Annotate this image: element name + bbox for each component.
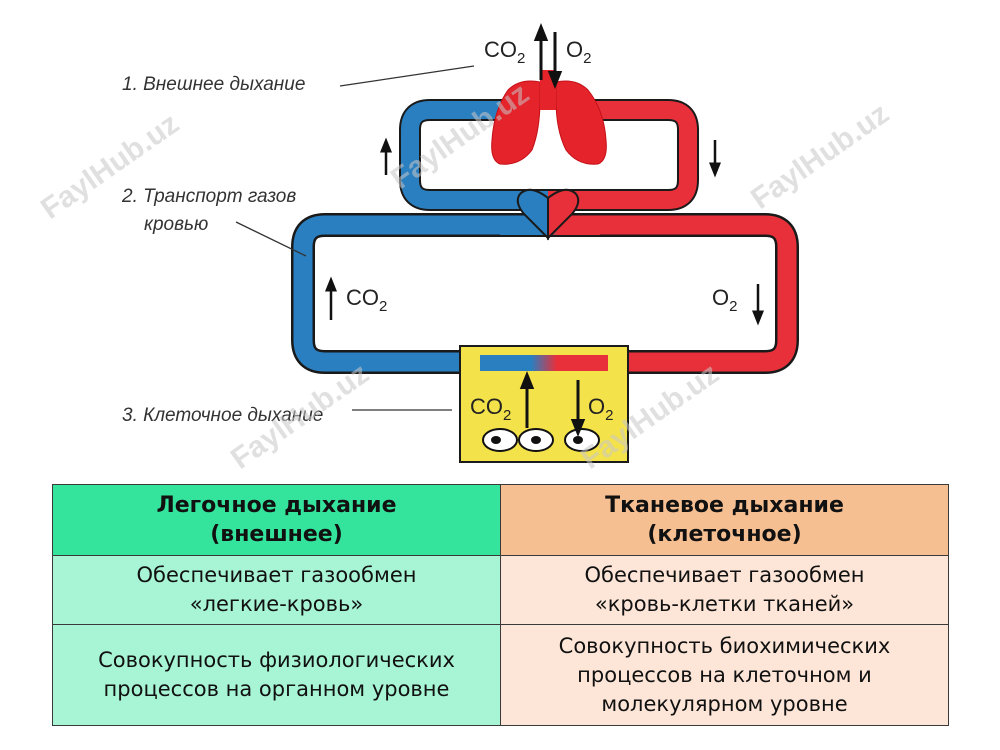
header-tissue-respiration: Тканевое дыхание (клеточное) bbox=[500, 484, 949, 556]
cell-icon bbox=[518, 428, 554, 452]
label-gas-transport: 2. Транспорт газов bbox=[121, 186, 296, 207]
gas-label-co2-left: CO2 bbox=[346, 285, 387, 315]
gas-label-o2-right: O2 bbox=[712, 285, 737, 315]
table-cell: Совокупность биохимических процессов на … bbox=[500, 624, 949, 726]
gas-label-o2-tissue: O2 bbox=[588, 394, 613, 424]
label-gas-transport-2: кровью bbox=[144, 214, 208, 235]
respiration-diagram: CO2 O2 CO2 O2 CO2 O2 1. Внешнее дыхание … bbox=[35, 23, 895, 476]
leader-line bbox=[339, 65, 475, 87]
svg-text:FaylHub.uz: FaylHub.uz bbox=[745, 97, 895, 216]
leader-line bbox=[235, 221, 307, 257]
label-cellular-respiration: 3. Клеточное дыхание bbox=[122, 405, 323, 426]
table-header-row: Легочное дыхание (внешнее) Тканевое дыха… bbox=[52, 484, 949, 556]
comparison-table: Легочное дыхание (внешнее) Тканевое дыха… bbox=[52, 484, 949, 726]
table-cell: Обеспечивает газообмен «кровь-клетки тка… bbox=[500, 555, 949, 625]
lungs-icon bbox=[491, 70, 607, 165]
label-external-respiration: 1. Внешнее дыхание bbox=[122, 74, 305, 95]
gas-label-co2-top: CO2 bbox=[484, 37, 525, 67]
tissue-box bbox=[459, 345, 629, 463]
pulmonary-circulation-loop bbox=[399, 99, 699, 211]
table-cell: Совокупность физиологических процессов н… bbox=[52, 624, 501, 726]
cell-icon bbox=[482, 428, 518, 452]
heart-icon bbox=[516, 188, 580, 241]
svg-text:FaylHub.uz: FaylHub.uz bbox=[35, 107, 185, 226]
table-row: Обеспечивает газообмен «легкие-кровь» Об… bbox=[52, 555, 949, 625]
header-pulmonary-respiration: Легочное дыхание (внешнее) bbox=[52, 484, 501, 556]
gas-label-co2-tissue: CO2 bbox=[470, 394, 511, 424]
table-cell: Обеспечивает газообмен «легкие-кровь» bbox=[52, 555, 501, 625]
gas-label-o2-top: O2 bbox=[566, 37, 591, 67]
table-row: Совокупность физиологических процессов н… bbox=[52, 624, 949, 726]
